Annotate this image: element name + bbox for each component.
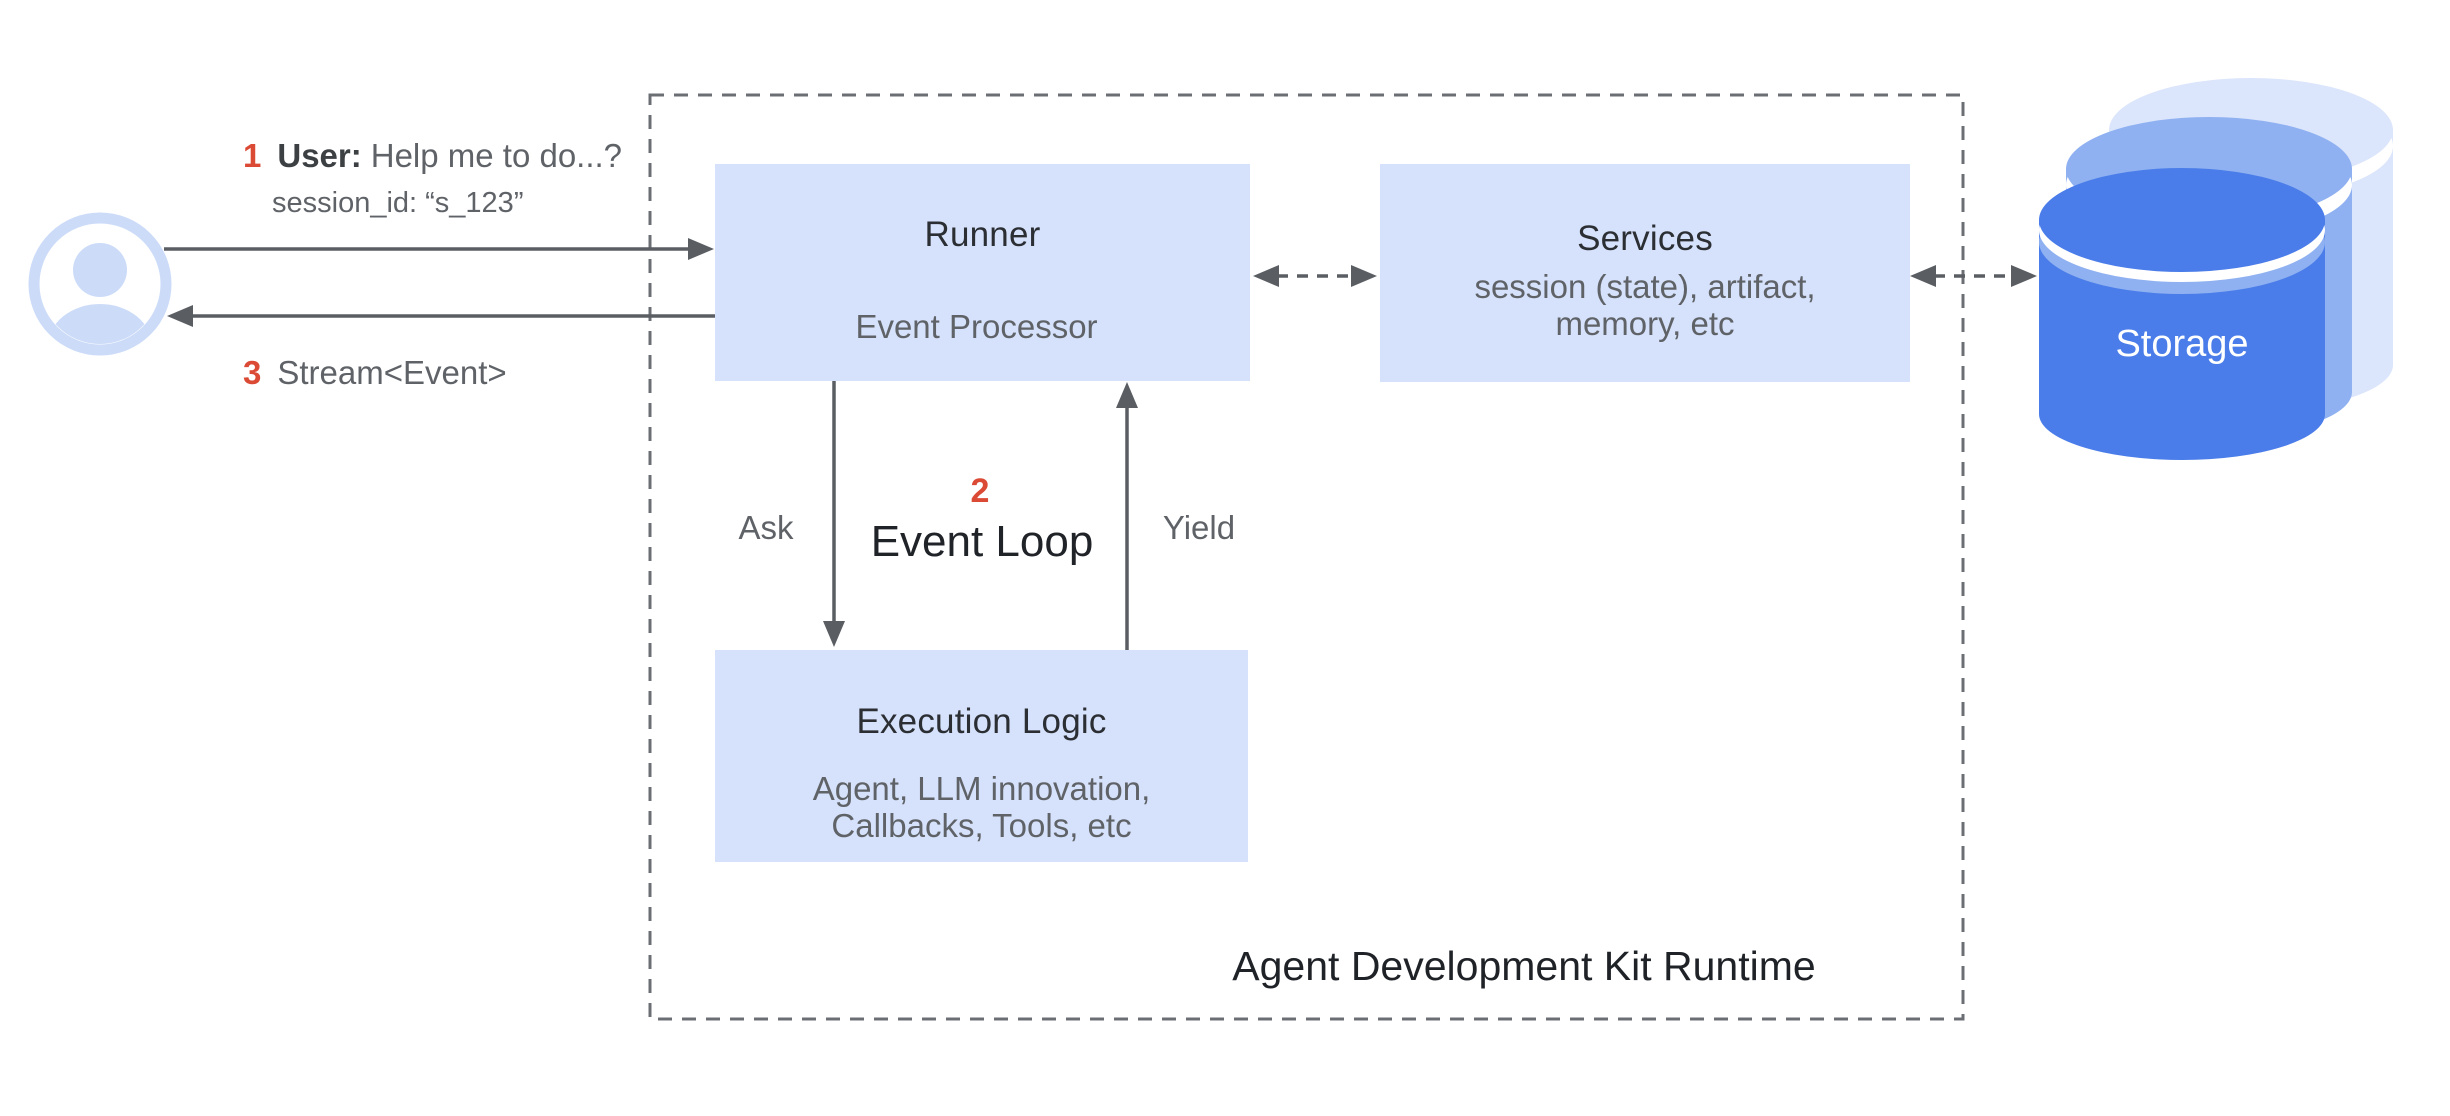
step1-user-prefix: User: bbox=[277, 137, 362, 174]
user-avatar-icon bbox=[28, 212, 172, 356]
step1-message: Help me to do...? bbox=[370, 137, 623, 174]
step3-stream-event-label: 3 Stream<Event> bbox=[243, 351, 507, 395]
services-subtitle-line2: memory, etc bbox=[1555, 305, 1735, 342]
storage-label: Storage bbox=[2115, 323, 2249, 365]
execution-logic-node: Execution Logic Agent, LLM innovation, C… bbox=[715, 650, 1248, 862]
ask-label: Ask bbox=[738, 509, 794, 546]
execution-logic-subtitle-line1: Agent, LLM innovation, bbox=[812, 770, 1151, 807]
arrow-runner-to-user bbox=[167, 305, 715, 327]
event-processor-label: Event Processor bbox=[855, 308, 1098, 345]
arrow-ask-down bbox=[823, 381, 845, 647]
session-id-label: session_id: “s_123” bbox=[272, 187, 524, 219]
runner-title: Runner bbox=[924, 215, 1041, 254]
services-node: Services session (state), artifact, memo… bbox=[1380, 164, 1910, 382]
runtime-container-label: Agent Development Kit Runtime bbox=[1232, 943, 1816, 989]
services-title: Services bbox=[1577, 219, 1713, 258]
arrow-user-to-runner bbox=[164, 238, 714, 260]
arrow-yield-up bbox=[1116, 382, 1138, 650]
services-subtitle-line1: session (state), artifact, bbox=[1474, 268, 1816, 305]
event-loop-title: Event Loop bbox=[870, 517, 1094, 566]
execution-logic-title: Execution Logic bbox=[856, 702, 1107, 741]
services-subtitle: session (state), artifact, memory, etc bbox=[1380, 268, 1910, 342]
step1-user-request-label: 1 User:Help me to do...? bbox=[243, 134, 622, 178]
runtime-dashed-border bbox=[648, 93, 1965, 1021]
runner-node: Runner bbox=[715, 164, 1250, 381]
arrow-runner-services-bidirectional bbox=[1253, 265, 1377, 287]
storage-cylinders-icon bbox=[2039, 78, 2393, 460]
execution-logic-subtitle-line2: Callbacks, Tools, etc bbox=[831, 807, 1132, 844]
yield-label: Yield bbox=[1162, 509, 1236, 546]
person-icon bbox=[28, 212, 172, 356]
execution-logic-subtitle: Agent, LLM innovation, Callbacks, Tools,… bbox=[715, 770, 1248, 844]
step3-message: Stream<Event> bbox=[277, 354, 507, 391]
arrow-services-storage-bidirectional bbox=[1910, 265, 2037, 287]
step1-number: 1 bbox=[243, 137, 262, 174]
step3-number: 3 bbox=[243, 354, 262, 391]
step2-number: 2 bbox=[970, 472, 990, 510]
